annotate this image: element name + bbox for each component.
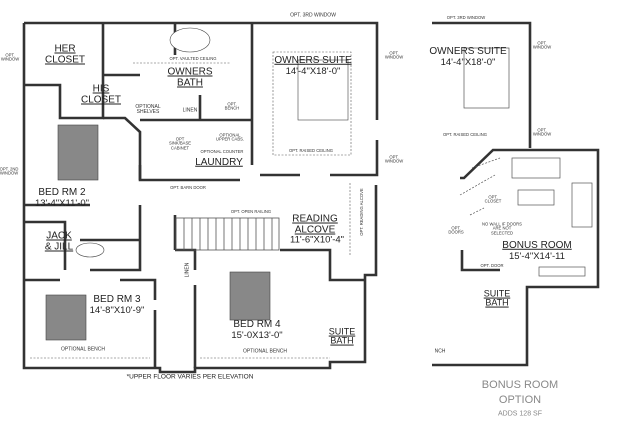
- room-dimensions: 13'-4"X11'-0": [34, 197, 90, 209]
- bonus-furniture: [459, 47, 593, 277]
- room-label: HER CLOSET: [44, 43, 85, 65]
- room-linen-upper: LINEN: [182, 107, 198, 114]
- note-opt-2nd-window: OPT. 2ND WINDOW: [0, 166, 19, 176]
- bonus-note-opt-door: OPT. DOOR: [480, 262, 504, 268]
- room-dimensions: 14'-4"X18'-0": [285, 65, 341, 77]
- caption-title-2: OPTION: [498, 394, 542, 407]
- room-label: READING ALCOVE: [292, 213, 338, 236]
- bonus-note-opt-closet: OPT. CLOSET: [484, 194, 502, 204]
- room-dimensions: 14'-8"X10'-9": [89, 304, 145, 316]
- note-opt-window-right-top: OPT. WINDOW: [384, 50, 404, 60]
- room-her-closet: HER CLOSET: [43, 43, 88, 66]
- room-linen-lower: LINEN: [184, 262, 191, 278]
- bonus-note-opt-window-bottom: OPT. WINDOW: [532, 127, 552, 137]
- note-optional-upper-cabs: OPTIONAL UPPER CABS.: [215, 132, 245, 142]
- room-label: OWNERS SUITE: [429, 45, 507, 57]
- bonus-room-suite-bath: SUITE BATH: [483, 288, 511, 309]
- bonus-note-opt-doors: OPT. DOORS: [448, 225, 464, 235]
- room-jack-jill: JACK & JILL: [42, 230, 76, 253]
- bonus-walls: [432, 21, 600, 367]
- note-opt-vaulted-ceiling: OPT. VAULTED CEILING: [169, 55, 217, 61]
- room-label: OWNERS SUITE: [274, 54, 352, 66]
- note-opt-open-railing: OPT. OPEN RAILING: [230, 208, 272, 214]
- dotted-notes: [30, 51, 352, 359]
- room-label: BONUS ROOM: [502, 239, 572, 251]
- note-optional-shelves: OPTIONAL SHELVES: [135, 103, 161, 115]
- bonus-note-opt-raised-ceiling: OPT. RAISED CEILING: [443, 131, 487, 137]
- note-opt-3rd-window: OPT. 3RD WINDOW: [290, 12, 336, 19]
- bonus-note-opt-3rd-window: OPT. 3RD WINDOW: [446, 14, 486, 20]
- note-opt-bench: OPT. BENCH: [224, 101, 240, 111]
- room-label: LAUNDRY: [195, 156, 243, 168]
- room-label: BED RM 2: [38, 186, 86, 198]
- bonus-note-opt-window-top: OPT. WINDOW: [532, 40, 552, 50]
- room-dimensions: 14'-4"X18'-0": [440, 56, 496, 68]
- note-opt-window-right-bottom: OPT. WINDOW: [384, 154, 404, 164]
- room-label: SUITE BATH: [483, 288, 511, 308]
- note-opt-raised-ceiling: OPT. RAISED CEILING: [289, 147, 333, 153]
- room-dimensions: 15'-4"X14'-11: [509, 250, 565, 262]
- room-his-closet: HIS CLOSET: [79, 83, 124, 106]
- room-laundry: LAUNDRY: [195, 156, 243, 169]
- room-dimensions: 11'-6"X10'-4": [290, 234, 345, 246]
- note-opt-barn-door: OPT. BARN DOOR: [170, 184, 206, 190]
- room-owners-bath: OWNERS BATH: [167, 66, 213, 89]
- room-label: HIS CLOSET: [80, 83, 121, 105]
- room-label: BED RM 3: [93, 293, 141, 305]
- note-optional-counter: OPTIONAL COUNTER: [200, 148, 244, 154]
- note-opt-sink-base-cabinet: OPT SINK/BASE CABINET: [168, 136, 192, 151]
- bonus-note-no-wall: NO WALL IF DOORS ARE NOT SELECTED: [482, 221, 522, 236]
- bonus-bench-fragment: NCH: [434, 348, 446, 355]
- room-label: SUITE BATH: [328, 326, 356, 346]
- note-optional-bench-3: OPTIONAL BENCH: [61, 346, 105, 353]
- room-dimensions: 15'-0X13'-0": [231, 329, 283, 341]
- stair: [175, 217, 280, 251]
- room-label: BED RM 4: [233, 318, 281, 330]
- caption-subtitle: ADDS 128 SF: [498, 410, 542, 418]
- room-suite-bath: SUITE BATH: [328, 326, 356, 347]
- caption-title-1: BONUS ROOM: [481, 379, 559, 392]
- room-label: JACK & JILL: [44, 230, 74, 252]
- room-label: OWNERS BATH: [167, 66, 213, 88]
- footnote: *UPPER FLOOR VARIES PER ELEVATION: [126, 373, 254, 381]
- note-opt-window-left: OPT. WINDOW: [0, 52, 20, 62]
- beds: [45, 27, 349, 341]
- note-optional-bench-4: OPTIONAL BENCH: [243, 348, 287, 355]
- note-opt-reading-alcove: OPT. READING ALCOVE: [358, 188, 364, 236]
